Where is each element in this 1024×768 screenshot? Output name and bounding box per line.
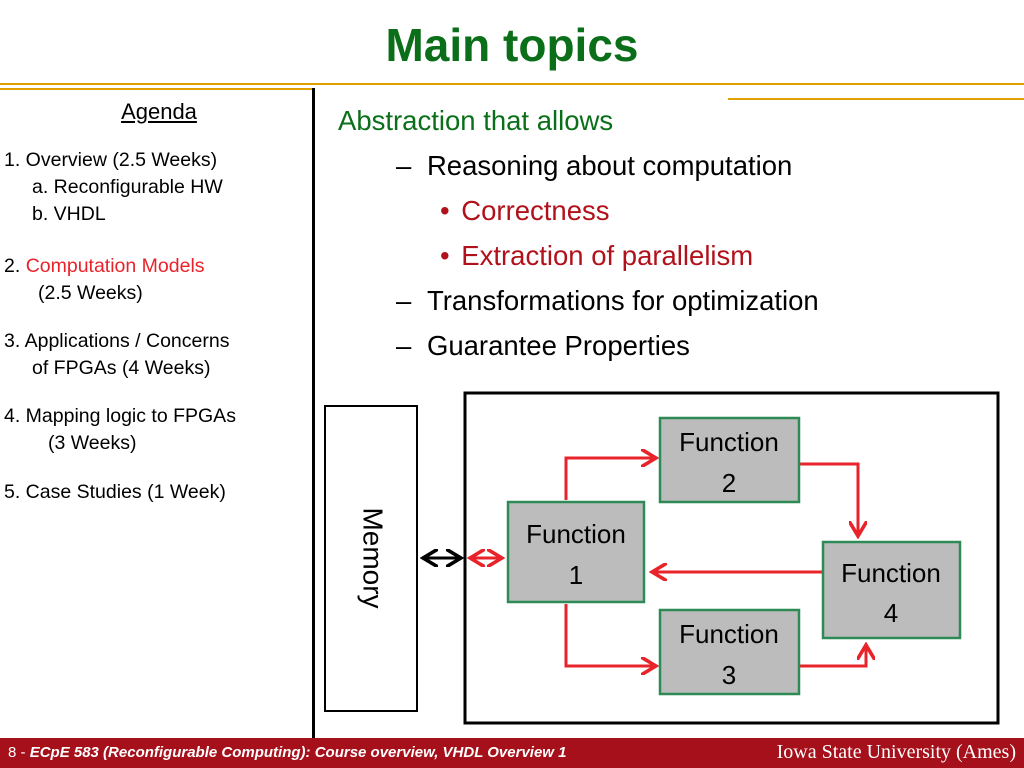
agenda-item-4-line2: (3 Weeks)	[48, 432, 137, 454]
sub-point-correctness-text: Correctness	[461, 195, 610, 226]
function-3-label: Function	[679, 619, 779, 649]
function-3-number: 3	[722, 660, 736, 690]
footer-course: 8 - ECpE 583 (Reconfigurable Computing):…	[8, 744, 566, 761]
bullet-marker: •	[440, 195, 450, 226]
agenda-item-5-line1: 5. Case Studies (1 Week)	[4, 481, 226, 503]
sub-point-correctness: • Correctness	[440, 195, 610, 227]
agenda-item-1: 1. Overview (2.5 Weeks) a. Reconfigurabl…	[4, 146, 223, 229]
agenda-item-3-line1: 3. Applications / Concerns	[4, 330, 230, 352]
page-number: 8 -	[8, 744, 30, 761]
diagram-frame	[463, 391, 1000, 725]
point-transformations: – Transformations for optimization	[396, 285, 819, 317]
function-1-number: 1	[569, 560, 583, 590]
slide-title: Main topics	[385, 19, 639, 71]
agenda-item-2-prefix: 2.	[4, 255, 26, 277]
point-guarantee-text: Guarantee Properties	[426, 330, 690, 361]
function-2-label: Function	[679, 427, 779, 457]
function-2-box: Function 2	[658, 416, 801, 504]
sub-point-parallelism: • Extraction of parallelism	[440, 240, 753, 272]
vertical-divider	[312, 88, 315, 740]
title-rule-right-2	[728, 98, 1024, 100]
function-1-label: Function	[526, 519, 626, 549]
agenda-item-1-line2: a. Reconfigurable HW	[32, 176, 223, 198]
agenda-item-5: 5. Case Studies (1 Week)	[4, 478, 226, 507]
function-4-number: 4	[884, 598, 898, 628]
footer-bar	[0, 738, 1024, 768]
dash-marker: –	[396, 330, 412, 361]
arrow-f1-f3	[564, 604, 656, 666]
arrow-f3-f4	[800, 645, 866, 668]
arrow-f1-f2	[564, 458, 656, 500]
agenda-item-3-line2: of FPGAs (4 Weeks)	[32, 357, 211, 379]
title-rule-left	[0, 83, 1024, 85]
agenda-item-3: 3. Applications / Concerns of FPGAs (4 W…	[4, 327, 229, 383]
arrow-f2-f4	[800, 462, 858, 536]
function-1-box: Function 1	[506, 500, 646, 604]
point-reasoning: – Reasoning about computation	[396, 150, 792, 182]
agenda-item-1-line1: 1. Overview (2.5 Weeks)	[4, 149, 218, 171]
point-transformations-text: Transformations for optimization	[426, 285, 819, 316]
memory-label: Memory	[358, 507, 389, 608]
function-4-box: Function 4	[821, 540, 962, 640]
dash-marker: –	[396, 150, 412, 181]
memory-block	[324, 405, 418, 712]
agenda-item-2-line2: (2.5 Weeks)	[38, 282, 143, 304]
function-2-number: 2	[722, 468, 736, 498]
agenda-item-4-line1: 4. Mapping logic to FPGAs	[4, 405, 236, 427]
intro-text: Abstraction that allows	[338, 105, 614, 136]
footer-institution: Iowa State University (Ames)	[776, 741, 1016, 763]
point-reasoning-text: Reasoning about computation	[426, 150, 793, 181]
bullet-marker: •	[440, 240, 450, 271]
function-4-label: Function	[841, 558, 941, 588]
agenda-item-4: 4. Mapping logic to FPGAs (3 Weeks)	[4, 402, 236, 458]
title-rule-left-2	[0, 88, 312, 90]
agenda-item-2-highlight: Computation Models	[25, 255, 205, 277]
agenda-item-2: 2. Computation Models (2.5 Weeks)	[4, 252, 205, 308]
course-title: ECpE 583 (Reconfigurable Computing): Cou…	[29, 744, 567, 761]
agenda-item-1-line3: b. VHDL	[32, 203, 106, 225]
sub-point-parallelism-text: Extraction of parallelism	[461, 240, 754, 271]
agenda-heading: Agenda	[121, 99, 197, 124]
point-guarantee: – Guarantee Properties	[396, 330, 690, 362]
function-3-box: Function 3	[658, 608, 801, 696]
dash-marker: –	[396, 285, 412, 316]
